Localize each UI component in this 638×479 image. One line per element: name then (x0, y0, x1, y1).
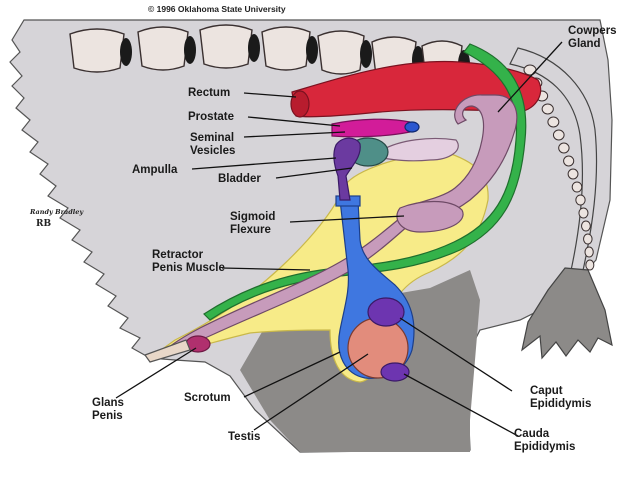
label-scrotum: Scrotum (184, 392, 231, 404)
label-caput-epididymis: Caput Epididymis (530, 385, 591, 410)
label-ampulla: Ampulla (132, 164, 178, 176)
cauda-epididymis-leader (403, 373, 519, 437)
tail-vertebra (541, 103, 554, 115)
vertebra (69, 28, 132, 73)
prostate (331, 118, 411, 138)
penis-body (399, 94, 518, 223)
label-retractor-penis-muscle: Retractor Penis Muscle (152, 249, 225, 274)
label-testis: Testis (228, 431, 260, 443)
leader-lines (115, 41, 563, 437)
sigmoid-flexure-leader (289, 215, 405, 223)
tail-vertebra (575, 194, 586, 206)
glans-tip (144, 339, 191, 363)
tail-vertebra (567, 168, 579, 180)
artist-signature: Randy Bradley RB (29, 208, 84, 229)
tail-vertebra (583, 233, 593, 245)
label-seminal-vesicles: Seminal Vesicles (190, 132, 237, 157)
seminal-vesicles (381, 137, 459, 162)
label-cauda-epididymis: Cauda Epididymis (514, 428, 575, 453)
vertebra (317, 30, 372, 75)
prostate-leader (247, 116, 341, 127)
label-glans-penis: Glans Penis (92, 397, 127, 422)
tail-vertebra (585, 259, 595, 271)
vertebra (137, 26, 196, 71)
seminal-vesicles-leader (243, 131, 346, 138)
penis-loop (396, 200, 464, 233)
ampulla-leader (191, 157, 337, 170)
label-prostate: Prostate (188, 111, 234, 123)
signature-monogram: RB (36, 219, 51, 229)
labels: Cowpers Gland Rectum Prostate Seminal Ve… (92, 25, 620, 453)
tail-vertebra (558, 142, 570, 154)
tail-vertebra (547, 116, 560, 128)
caput-epididymis (367, 297, 405, 327)
retractor-penis-muscle (203, 43, 527, 321)
tail-vertebra (581, 220, 591, 232)
label-rectum: Rectum (188, 87, 230, 99)
label-bladder: Bladder (218, 173, 261, 185)
copyright-text: © 1996 Oklahoma State University (148, 4, 286, 14)
retractor-penis-muscle-leader (221, 267, 311, 271)
caput-epididymis-leader (399, 317, 513, 392)
tail-vertebra (571, 181, 583, 193)
vertebra (199, 24, 260, 69)
tail-vertebra (523, 64, 537, 76)
bladder-leader (275, 167, 353, 179)
glans-penis-leader (115, 347, 197, 399)
tail-vertebra (563, 155, 575, 167)
tail-vertebrae (523, 64, 595, 271)
cowpers-gland-leader (497, 41, 563, 113)
tail-vertebra (584, 246, 594, 258)
signature-name: Randy Bradley (29, 208, 84, 216)
tail-vertebra (578, 207, 589, 219)
rectum-opening (290, 90, 310, 118)
scrotum-leader (243, 351, 341, 398)
tail-vertebra (552, 129, 565, 141)
vertebra (261, 26, 318, 71)
label-cowpers-gland: Cowpers Gland (568, 25, 620, 50)
rectum-leader (243, 92, 297, 98)
testis-leader (253, 353, 369, 431)
cauda-epididymis (380, 362, 410, 382)
tail-switch (521, 267, 613, 360)
label-sigmoid-flexure: Sigmoid Flexure (230, 211, 279, 236)
prostate-end (404, 121, 420, 133)
